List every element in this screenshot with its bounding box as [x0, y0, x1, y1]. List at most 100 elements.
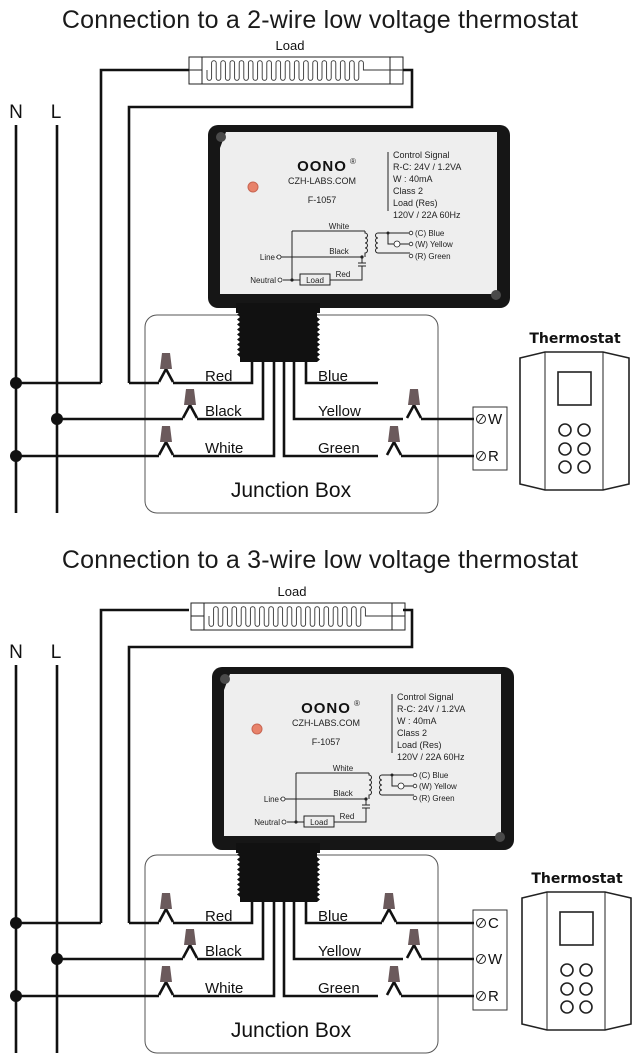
thermostat-panel-lines — [544, 352, 604, 490]
spec-line: Load (Res) — [397, 740, 442, 750]
blue-wire — [304, 902, 382, 925]
spec-line: Class 2 — [393, 186, 423, 196]
diagram-group: Connection to a 3-wire low voltage therm… — [9, 546, 632, 1054]
thermostat-button[interactable] — [560, 1000, 574, 1014]
spec-line: Control Signal — [393, 150, 450, 160]
wire-label-red: Red — [205, 908, 233, 925]
registered-mark: ® — [354, 699, 360, 708]
conduit-collar — [236, 303, 320, 313]
red-wire — [173, 902, 254, 925]
junction-dot — [10, 917, 22, 929]
junction-box-label: Junction Box — [231, 1019, 352, 1042]
spec-line: Load (Res) — [393, 198, 438, 208]
wire-nut-yellow — [405, 929, 423, 959]
screw-bottom-right — [491, 290, 501, 300]
black-wire — [197, 902, 265, 961]
thermostat-button[interactable] — [577, 460, 591, 474]
wire-nut-white — [157, 966, 175, 996]
thermostat-button[interactable] — [579, 1000, 593, 1014]
thermostat-button[interactable] — [558, 442, 572, 456]
junction-box-label: Junction Box — [231, 479, 352, 502]
spec-line: W : 40mA — [393, 174, 433, 184]
spec-line: 120V / 22A 60Hz — [397, 752, 465, 762]
wire-nut-leads — [157, 439, 175, 456]
spec-line: Class 2 — [397, 728, 427, 738]
line-label: L — [51, 642, 62, 663]
junction-dot — [51, 413, 63, 425]
load-label: Load — [276, 38, 305, 53]
led-indicator — [247, 181, 259, 193]
diagram-group: Connection to a 2-wire low voltage therm… — [9, 6, 630, 514]
load-heater: Load — [190, 584, 406, 631]
diagram-title: Connection to a 2-wire low voltage therm… — [62, 6, 578, 34]
wire-nut-yellow — [405, 389, 423, 419]
wire-label-red: Red — [205, 368, 233, 385]
white-wire — [173, 902, 276, 998]
line-label: L — [51, 102, 62, 123]
thermostat-button[interactable] — [579, 963, 593, 977]
thermostat-button[interactable] — [558, 460, 572, 474]
threaded-conduit — [237, 852, 320, 902]
thermostat-label: Thermostat — [529, 331, 621, 347]
schem-w-yellow-label: (W) Yellow — [415, 240, 453, 249]
wire-nut-cap — [160, 426, 172, 442]
wire-nut-green — [385, 426, 403, 456]
green-wire — [282, 902, 378, 998]
wire-label-black: Black — [205, 403, 242, 420]
thermostat-button[interactable] — [558, 423, 572, 437]
thermostat-body — [521, 891, 632, 1031]
thermostat-terminal-block: CWR — [472, 909, 508, 1011]
wire-nut-leads — [181, 942, 199, 959]
transformer-primary — [368, 773, 372, 799]
load-to-red-wire — [127, 68, 414, 383]
schem-neutral-label: Neutral — [254, 818, 280, 827]
wire-nut-cap — [160, 353, 172, 369]
wire-label-white: White — [205, 440, 243, 457]
schem-terminal — [412, 772, 418, 778]
brand-website: CZH-LABS.COM — [288, 176, 356, 186]
schem-r-green-label: (R) Green — [415, 252, 451, 261]
schem-secondary-wires — [382, 774, 413, 787]
junction-dot — [51, 953, 63, 965]
schem-c-blue-label: (C) Blue — [419, 771, 449, 780]
registered-mark: ® — [350, 157, 356, 166]
wire-nut-black — [181, 389, 199, 419]
schem-terminal — [412, 783, 418, 789]
thermostat-button[interactable] — [579, 982, 593, 996]
schem-node — [390, 773, 394, 777]
screw-top-left — [216, 132, 226, 142]
junction-dot — [10, 377, 22, 389]
terminal-label: R — [488, 988, 499, 1005]
threaded-conduit — [237, 312, 320, 362]
thermostat-button[interactable] — [577, 423, 591, 437]
model-number: F-1057 — [312, 737, 341, 747]
schem-black-wire — [280, 798, 370, 814]
terminal-label: W — [488, 951, 503, 968]
schem-terminal — [408, 230, 414, 236]
thermostat-button[interactable] — [577, 442, 591, 456]
spec-line: 120V / 22A 60Hz — [393, 210, 461, 220]
load-to-red-wire — [127, 608, 414, 923]
model-number: F-1057 — [308, 195, 337, 205]
schem-line-terminal — [276, 254, 282, 260]
wire-nut-leads — [405, 402, 423, 419]
thermostat-button[interactable] — [560, 963, 574, 977]
red-wire — [173, 362, 254, 385]
device-faceplate — [220, 132, 497, 294]
schem-load-box — [299, 273, 331, 286]
heater-coil — [206, 60, 390, 81]
green-wire — [282, 362, 378, 458]
diagram-2-wire: Connection to a 2-wire low voltage therm… — [9, 6, 630, 514]
wire-nut-cap — [388, 966, 400, 982]
schem-line-label: Line — [264, 795, 280, 804]
load-heater: Load — [188, 38, 404, 85]
wire-nut-leads — [385, 979, 403, 996]
screw-top-left — [220, 674, 230, 684]
spec-line: R-C: 24V / 1.2VA — [393, 162, 461, 172]
brand-name: OONO — [297, 158, 347, 175]
thermostat-button[interactable] — [560, 982, 574, 996]
spec-line: R-C: 24V / 1.2VA — [397, 704, 465, 714]
schem-node — [386, 231, 390, 235]
